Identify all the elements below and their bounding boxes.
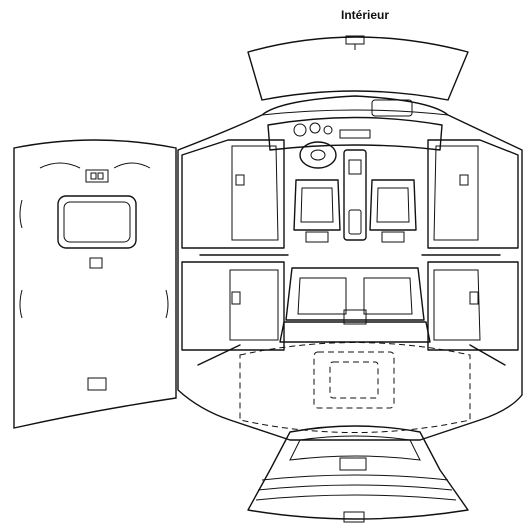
tailgate	[247, 425, 469, 523]
vehicle-body-outline	[177, 95, 523, 441]
rear-bench-seat	[279, 267, 431, 343]
center-console	[343, 149, 367, 241]
steering-wheel	[299, 141, 337, 169]
headliner-panel	[13, 139, 177, 429]
cargo-area	[239, 342, 471, 433]
front-door-left	[181, 139, 285, 249]
diagram-title: Intérieur	[340, 8, 389, 22]
rear-door-left	[181, 261, 285, 351]
side-rails	[197, 254, 506, 366]
front-seat-left	[293, 179, 341, 243]
rear-door-right	[427, 261, 519, 351]
front-door-right	[427, 139, 519, 249]
front-seat-right	[369, 179, 417, 243]
dashboard	[267, 99, 443, 151]
windshield-roof-panel	[247, 35, 469, 101]
